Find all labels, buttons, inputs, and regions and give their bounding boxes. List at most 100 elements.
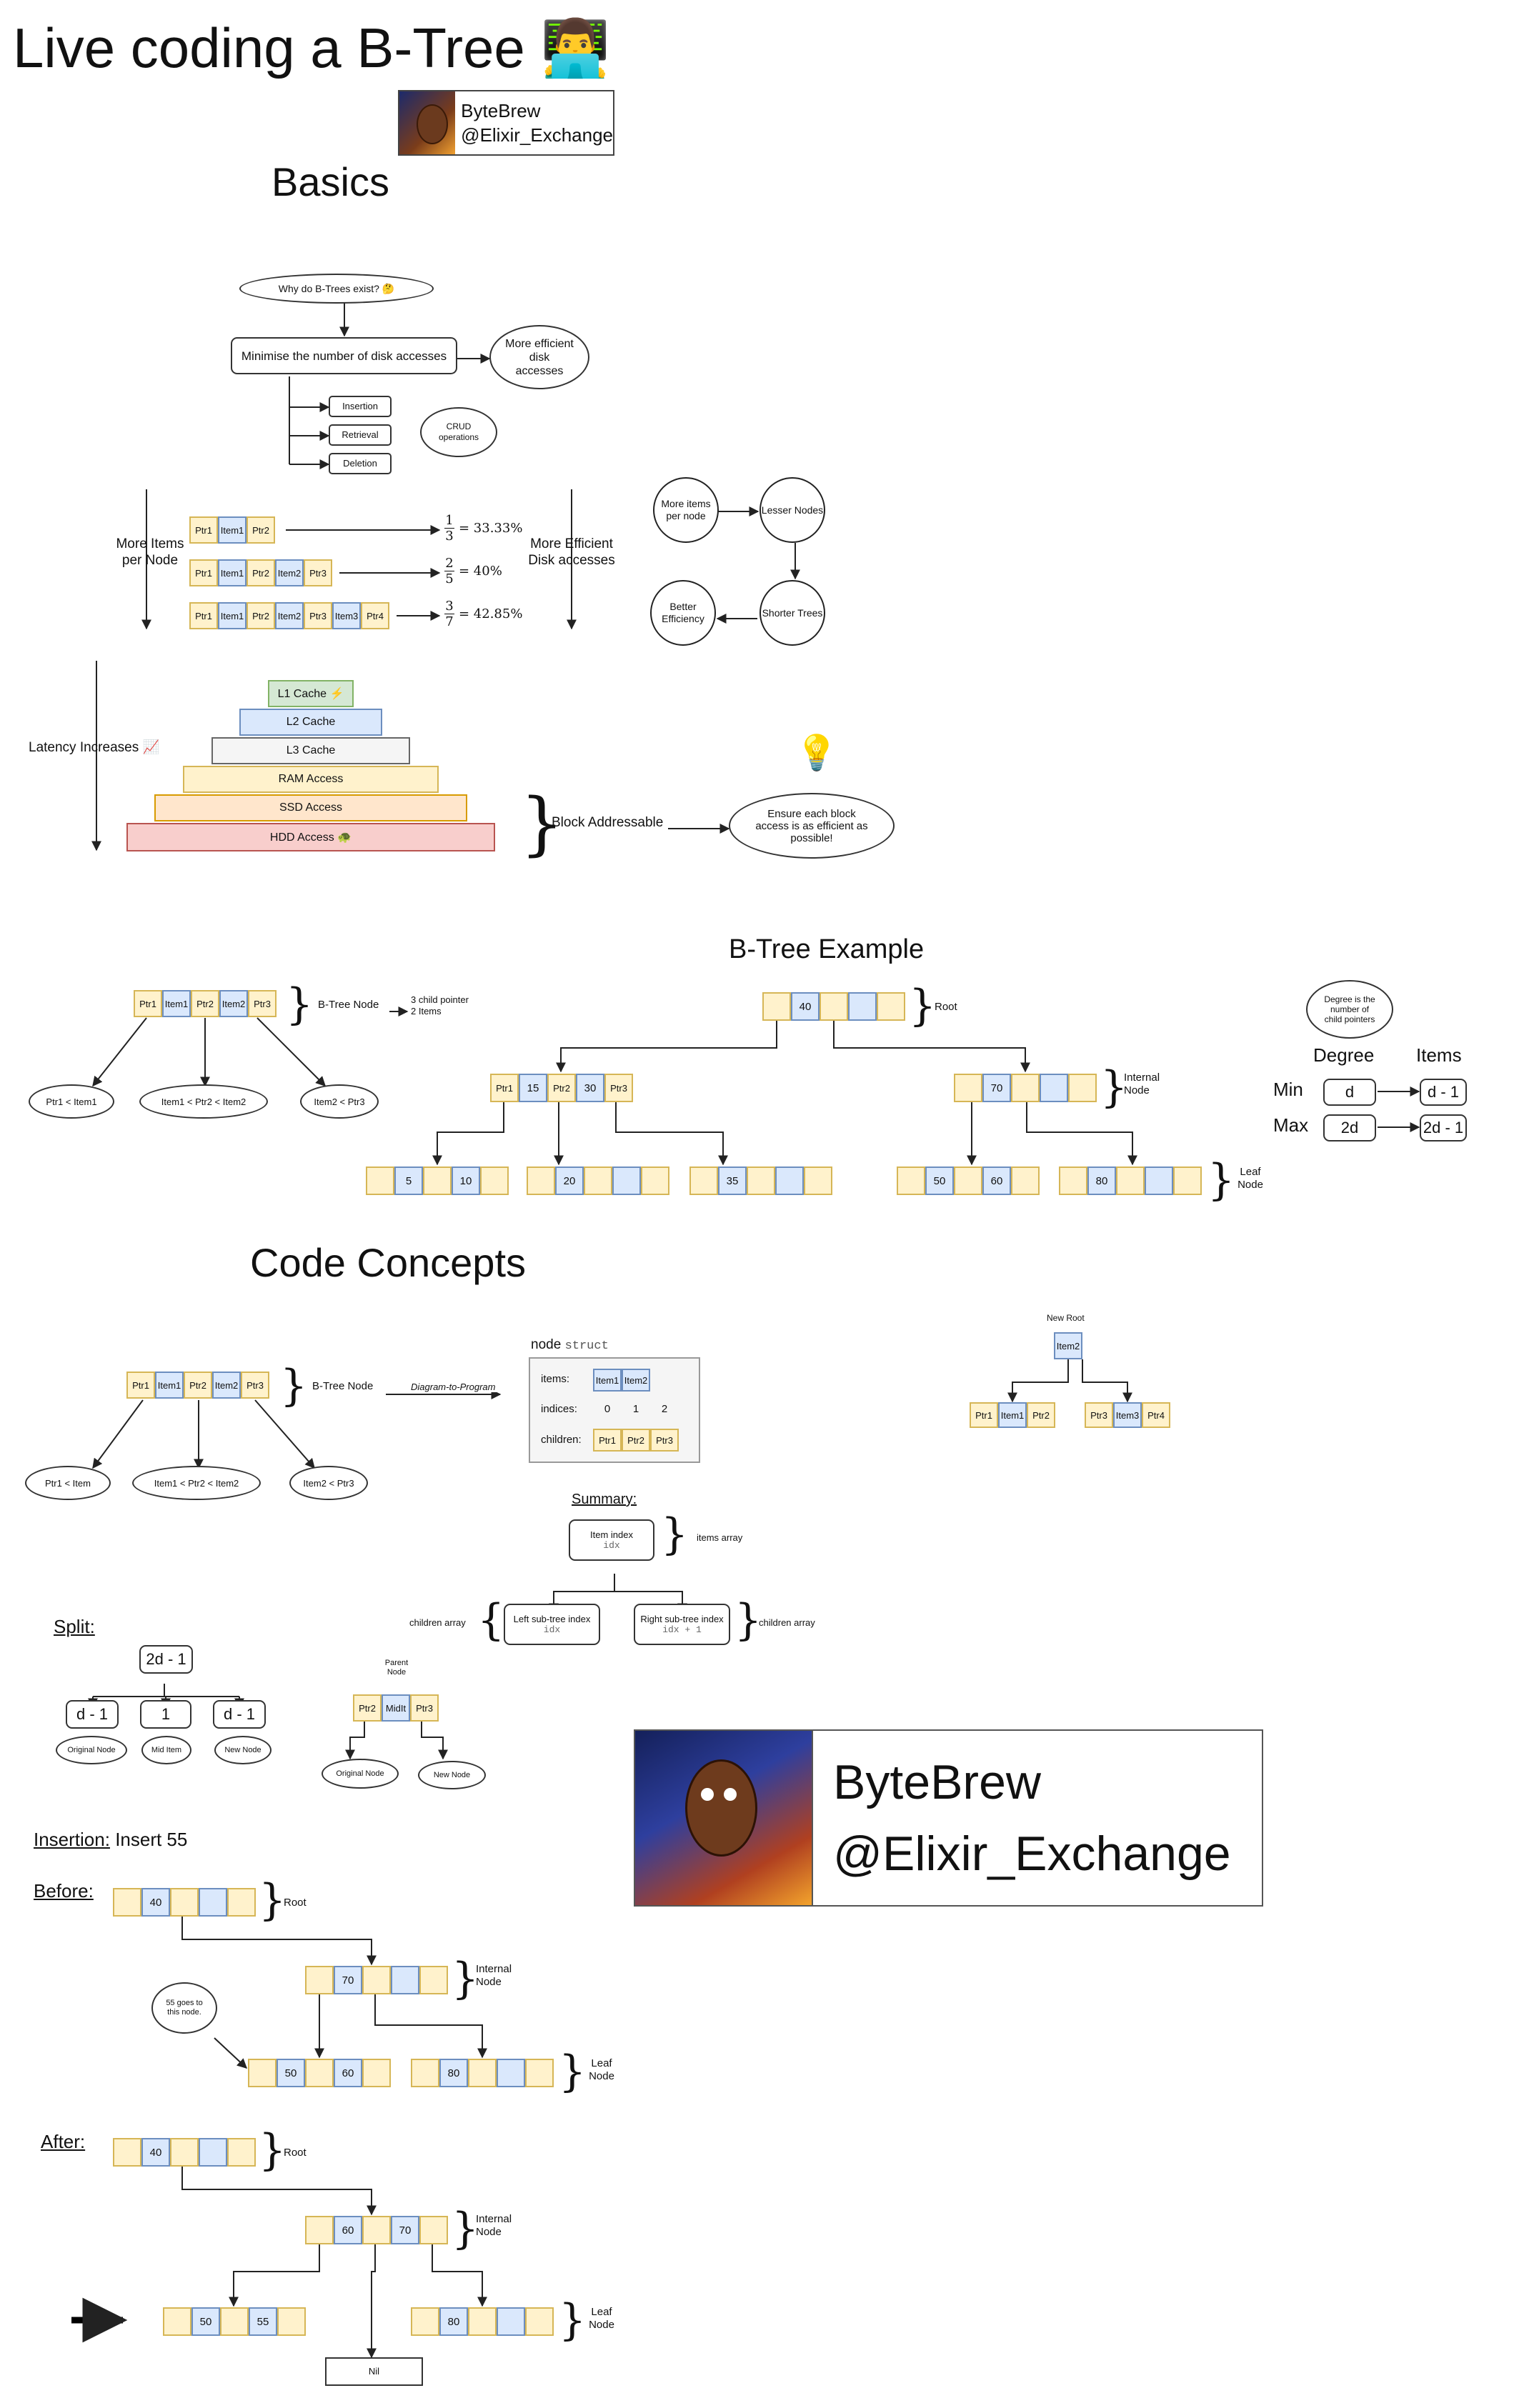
ptr-cell: [584, 1166, 612, 1195]
min-items-box: d - 1: [1420, 1079, 1467, 1106]
split-part-right: d - 1: [213, 1700, 266, 1729]
item-cell: 70: [982, 1074, 1011, 1102]
item-cell: Item1: [593, 1369, 622, 1392]
item-cell: Item1: [218, 516, 246, 544]
item-cell: Item3: [332, 602, 361, 629]
ptr-cell: [804, 1166, 832, 1195]
struct-name: node: [531, 1337, 562, 1352]
children-label: children:: [541, 1434, 582, 1446]
item-cell: Item3: [1113, 1402, 1142, 1428]
ptr-cell: [1011, 1074, 1040, 1102]
tier-l2: L2 Cache: [239, 709, 382, 736]
ptr-cell: [362, 2059, 391, 2087]
item-cell: 50: [277, 2059, 305, 2087]
ptr-cell: [113, 2138, 141, 2167]
item-cell: 40: [791, 992, 820, 1021]
max-degree-box: 2d: [1323, 1114, 1376, 1141]
ptr-cell: [1068, 1074, 1097, 1102]
item-cell: Item2: [212, 1372, 241, 1399]
ptr-cell: [305, 2216, 334, 2244]
internal-brace: }: [1100, 1062, 1128, 1112]
ptr-cell: [641, 1166, 669, 1195]
insertion-subtitle: Insert 55: [115, 1829, 188, 1850]
after-internal-brace: }: [452, 2204, 479, 2254]
ptr-cell: Ptr2: [184, 1372, 212, 1399]
tier-ram: RAM Access: [183, 766, 439, 793]
item-cell: Item1: [155, 1372, 184, 1399]
new-root-right: Ptr3 Item3 Ptr4: [1085, 1402, 1170, 1428]
ptr-cell: [480, 1166, 509, 1195]
ratio-den: 3: [445, 529, 454, 544]
tier-l3: L3 Cache: [211, 737, 410, 764]
min-degree-box: d: [1323, 1079, 1376, 1106]
ptr-cell: Ptr3: [241, 1372, 269, 1399]
item-cell: [612, 1166, 641, 1195]
ptr-cell: [248, 2059, 277, 2087]
minimise-box: Minimise the number of disk accesses: [231, 337, 457, 374]
root-brace: }: [909, 981, 937, 1031]
after-leaf-node: 50 55: [163, 2307, 306, 2336]
split-label-mid: Mid Item: [141, 1736, 191, 1764]
brand-logo-image: [399, 91, 456, 154]
ptr-cell: [954, 1074, 982, 1102]
after-root-label: Root: [284, 2147, 307, 2159]
ptr-cell: Ptr3: [304, 602, 332, 629]
cycle-shorter-trees: Shorter Trees: [760, 580, 825, 646]
brand-name: ByteBrew: [461, 100, 541, 121]
new-root-label: New Root: [1047, 1313, 1085, 1323]
ptr-cell: Ptr4: [361, 602, 389, 629]
summary-title: Summary:: [572, 1492, 637, 1507]
ptr-cell: [170, 2138, 199, 2167]
leaf-node: 50 60: [897, 1166, 1040, 1195]
ptr-cell: [525, 2059, 554, 2087]
degree-col-header: Degree: [1313, 1044, 1375, 1066]
cloud-middle: Item1 < Ptr2 < Item2: [139, 1084, 268, 1119]
ratio-value: = 33.33%: [459, 521, 523, 536]
items-array-brace: }: [661, 1509, 689, 1559]
ptr-cell: [113, 1888, 141, 1917]
item-cell: 5: [394, 1166, 423, 1195]
ptr-cell: Ptr1: [189, 559, 218, 586]
crud-cloud: CRUD operations: [420, 407, 497, 457]
before-internal-label: Internal Node: [476, 1963, 512, 1988]
more-items-label: More Items per Node: [116, 536, 184, 568]
cycle-lesser-nodes: Lesser Nodes: [760, 477, 825, 543]
ptr-cell: Ptr2: [246, 559, 275, 586]
cycle-better-efficiency: Better Efficiency: [650, 580, 716, 646]
before-label: Before:: [34, 1880, 94, 1902]
ptr-cell: [1011, 1166, 1040, 1195]
node-row-2: Ptr1 Item1 Ptr2 Item2 Ptr3: [189, 559, 332, 586]
ptr-cell: [747, 1166, 775, 1195]
ptr-cell: [411, 2307, 439, 2336]
cycle-more-items: More items per node: [653, 477, 719, 543]
items-col-header: Items: [1416, 1044, 1462, 1066]
struct-keyword: struct: [564, 1339, 609, 1353]
indices-label: indices:: [541, 1403, 577, 1415]
ptr-cell: Ptr2: [246, 516, 275, 544]
nil-box: Nil: [325, 2357, 423, 2386]
tier-l1: L1 Cache ⚡: [268, 680, 354, 707]
item-cell: [497, 2307, 525, 2336]
ptr-cell: [527, 1166, 555, 1195]
item-cell: Item1: [218, 602, 246, 629]
item-cell: [199, 2138, 227, 2167]
index-2: 2: [661, 1403, 668, 1415]
item-cell: 30: [576, 1074, 604, 1102]
item-cell: [775, 1166, 804, 1195]
item-cell: [1040, 1074, 1068, 1102]
example-node: Ptr1 Item1 Ptr2 Item2 Ptr3: [134, 990, 277, 1017]
ptr-cell: Ptr1: [189, 516, 218, 544]
tier-hdd: HDD Access 🐢: [126, 823, 495, 851]
before-leaf-label: Leaf Node: [589, 2057, 614, 2082]
item-cell: Item2: [219, 990, 248, 1017]
item-cell: Item2: [275, 559, 304, 586]
ptr-cell: Ptr2: [246, 602, 275, 629]
children-array: Ptr1 Ptr2 Ptr3: [593, 1429, 679, 1452]
ptr-cell: [277, 2307, 306, 2336]
leaf-node: 20: [527, 1166, 669, 1195]
children-array-label-right: children array: [759, 1617, 815, 1628]
ptr-cell: Ptr1: [189, 602, 218, 629]
